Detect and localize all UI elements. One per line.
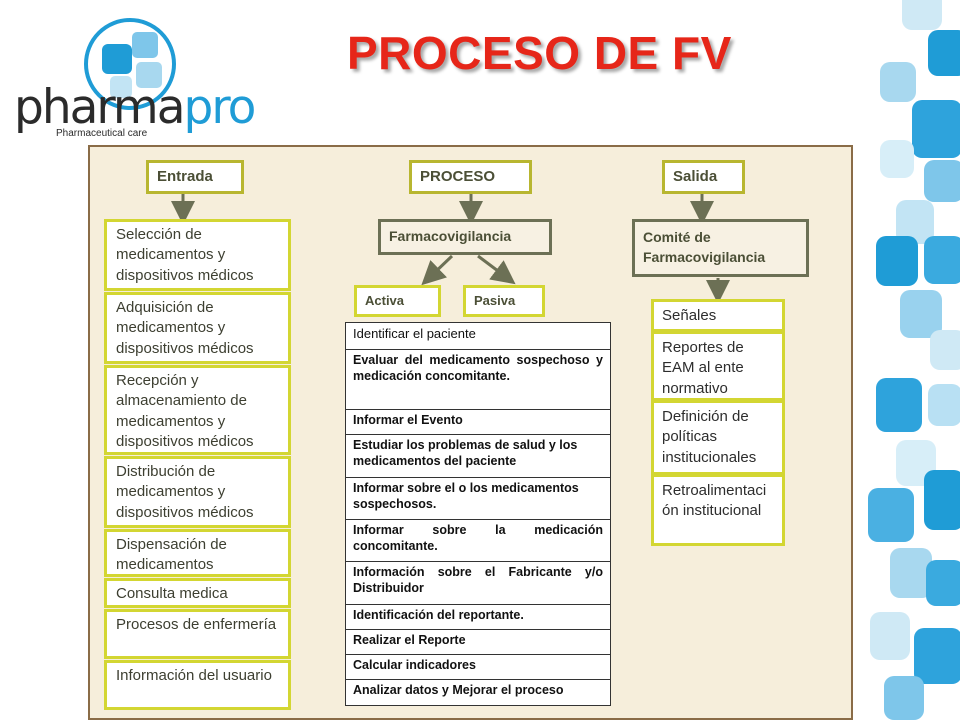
activa-box: Activa xyxy=(354,285,441,317)
salida-item: Señales xyxy=(651,299,785,332)
process-step: Identificar el paciente xyxy=(346,323,610,350)
page-title: PROCESO DE FV xyxy=(347,27,732,79)
process-step: Informar sobre la medicación concomitant… xyxy=(346,520,610,562)
salida-header: Salida xyxy=(662,160,745,194)
entrada-item: Distribución de medicamentos y dispositi… xyxy=(104,456,291,528)
entrada-item: Selección de medicamentos y dispositivos… xyxy=(104,219,291,291)
process-step: Información sobre el Fabricante y/o Dist… xyxy=(346,562,610,605)
entrada-item: Recepción y almacenamiento de medicament… xyxy=(104,365,291,455)
process-step: Informar sobre el o los medicamentos sos… xyxy=(346,478,610,520)
process-step: Calcular indicadores xyxy=(346,655,610,680)
proceso-header: PROCESO xyxy=(409,160,532,194)
process-step: Realizar el Reporte xyxy=(346,630,610,655)
entrada-item: Información del usuario xyxy=(104,660,291,710)
salida-item: Definición de políticas institucionales xyxy=(651,400,785,475)
entrada-header: Entrada xyxy=(146,160,244,194)
comite-box: Comité de Farmacovigilancia xyxy=(632,219,809,277)
salida-item: Reportes de EAM al ente normativo xyxy=(651,331,785,401)
process-step: Evaluar del medicamento sospechoso y med… xyxy=(346,350,610,410)
salida-item: Retroalimentación institucional xyxy=(651,474,785,546)
process-step: Identificación del reportante. xyxy=(346,605,610,630)
entrada-item: Dispensación de medicamentos xyxy=(104,529,291,577)
logo-wordmark: pharmapro xyxy=(14,80,256,135)
process-step: Informar el Evento xyxy=(346,410,610,435)
arrow-to-activa xyxy=(421,254,454,286)
farmacovigilancia-box: Farmacovigilancia xyxy=(378,219,552,255)
entrada-item: Adquisición de medicamentos y dispositiv… xyxy=(104,292,291,364)
entrada-item: Consulta medica xyxy=(104,578,291,608)
process-step: Estudiar los problemas de salud y los me… xyxy=(346,435,610,478)
logo-cross-icon xyxy=(84,18,176,110)
logo-tagline: Pharmaceutical care xyxy=(56,128,148,139)
arrow-to-pasiva xyxy=(477,254,516,285)
decorative-tiles xyxy=(840,0,960,720)
process-step: Analizar datos y Mejorar el proceso xyxy=(353,683,564,697)
pasiva-box: Pasiva xyxy=(463,285,545,317)
process-steps-list: Identificar el paciente Evaluar del medi… xyxy=(345,322,611,706)
entrada-item: Procesos de enfermería xyxy=(104,609,291,659)
